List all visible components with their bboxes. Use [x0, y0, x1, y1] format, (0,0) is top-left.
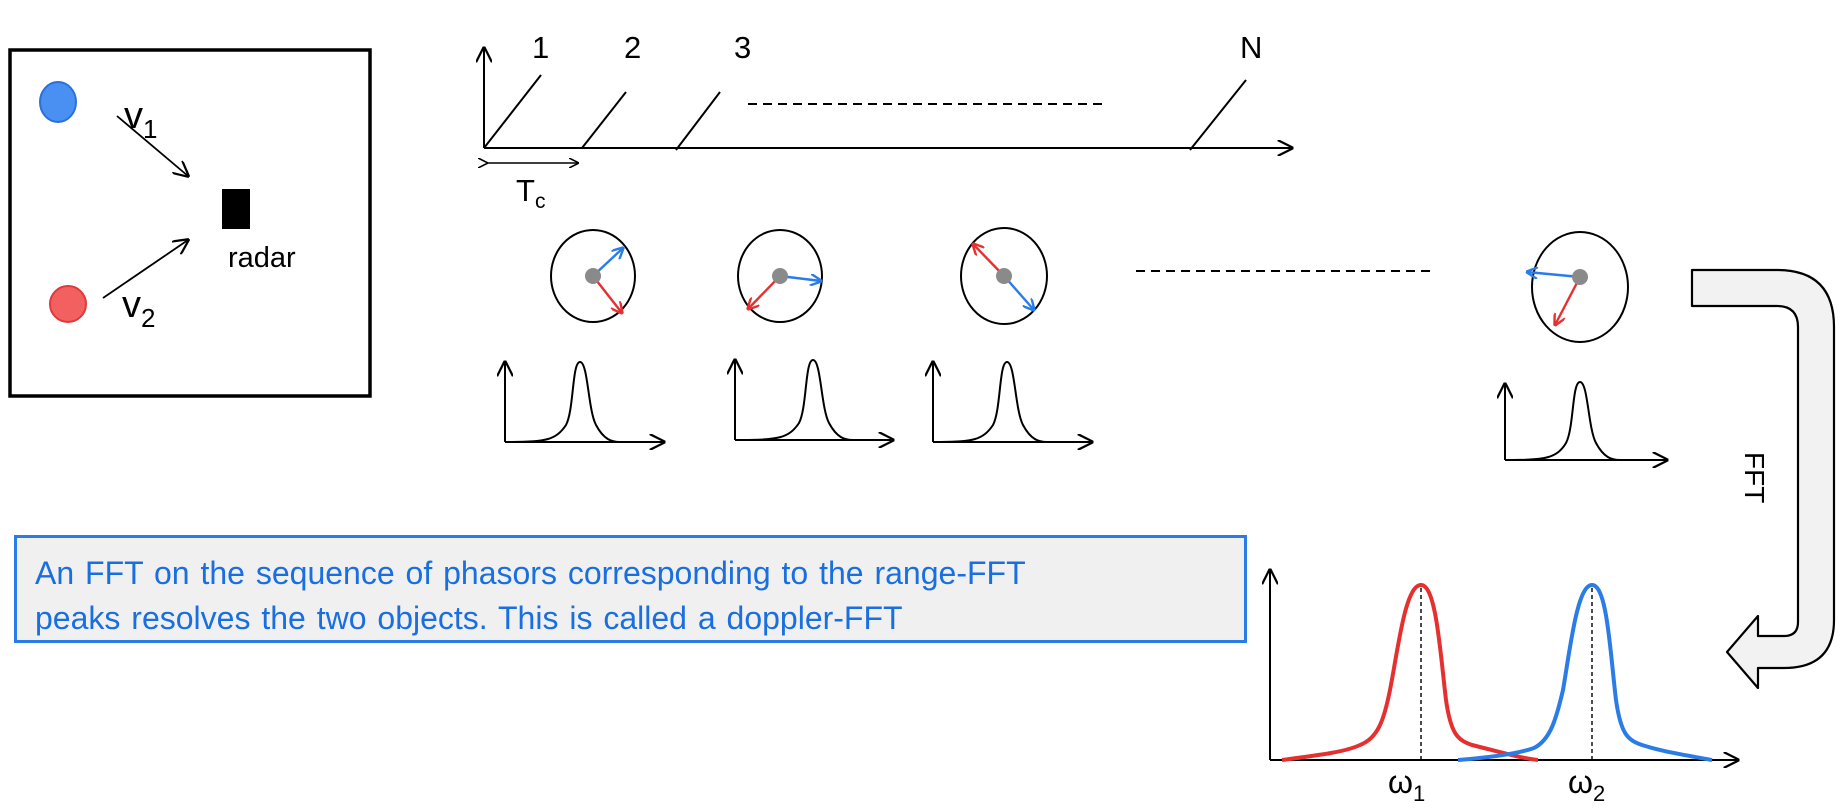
doppler-peak-blue [1457, 582, 1713, 762]
scene-panel: radar v1 v2 [8, 48, 372, 398]
fft-arrow [1690, 268, 1836, 690]
radar-label: radar [228, 242, 296, 274]
chirp-1-label: 1 [532, 30, 549, 65]
range-peak [939, 360, 1048, 443]
range-peak [1511, 380, 1621, 461]
phasor-center [585, 268, 601, 284]
doppler-spectrum: ω1 ω2 [1270, 570, 1738, 806]
chirp-2-label: 2 [624, 30, 641, 65]
phasor-blue-vector [1527, 272, 1581, 277]
peak-2-label: ω2 [1568, 764, 1605, 806]
range-fft-plot-n [1505, 380, 1667, 461]
object-2-red [49, 285, 87, 323]
radar-box [222, 189, 250, 229]
range-peak [741, 358, 854, 441]
phasor-3 [960, 227, 1048, 325]
peak-1-label: ω1 [1388, 764, 1425, 806]
phasor-red-vector [1555, 276, 1582, 325]
chirp-2 [581, 91, 627, 149]
phasor-center [772, 268, 788, 284]
phasor-1 [550, 229, 636, 323]
phasor-circle [550, 229, 636, 323]
velocity-2-label: v2 [122, 284, 155, 333]
velocity-2-arrow [102, 240, 188, 299]
chirp-n-label: N [1240, 30, 1262, 65]
phasor-2 [737, 229, 823, 323]
phasor-circle [960, 227, 1048, 325]
velocity-1-label: v1 [124, 95, 157, 144]
phasor-center [1572, 269, 1588, 285]
object-1-blue [39, 81, 77, 123]
callout-line-2: peaks resolves the two objects. This is … [35, 600, 903, 636]
phasor-n [1527, 231, 1629, 343]
chirp-3 [675, 91, 721, 151]
explanation-callout: An FFT on the sequence of phasors corres… [14, 535, 1247, 643]
velocity-1-arrow [116, 115, 188, 176]
range-fft-plot-1 [505, 362, 664, 442]
chirp-1 [483, 74, 542, 149]
chirp-period-label: Tc [516, 173, 545, 213]
doppler-peak-red [1281, 582, 1539, 762]
chirp-n [1189, 79, 1247, 151]
phasor-circle [1531, 231, 1629, 343]
chirp-3-label: 3 [734, 30, 751, 65]
range-peak [511, 360, 621, 443]
phasor-center [996, 268, 1012, 284]
fft-arrow-label: FFT [1739, 452, 1770, 503]
chirp-timeline [484, 48, 1292, 163]
callout-line-1: An FFT on the sequence of phasors corres… [35, 555, 1026, 591]
range-fft-plot-2 [735, 360, 893, 440]
range-fft-plot-3 [933, 362, 1092, 442]
